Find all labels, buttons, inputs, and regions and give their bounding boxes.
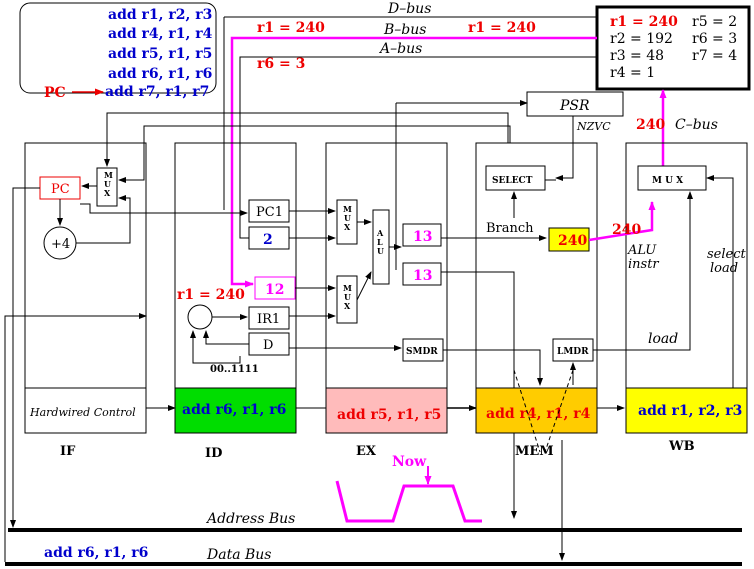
if-mux-feed — [118, 125, 511, 183]
if-hardwired-label: Hardwired Control — [29, 406, 136, 419]
mem-branch-label: Branch — [486, 221, 534, 236]
id-instruction-box — [174, 387, 297, 434]
if-data-bus-in — [4, 313, 147, 562]
ex-mux-bottom-to-alu — [356, 271, 372, 301]
psr-label: PSR — [559, 98, 590, 114]
if-stage-label: IF — [60, 444, 76, 459]
if-mux — [96, 167, 118, 207]
mem-dash-1 — [513, 369, 541, 453]
clock-waveform — [335, 480, 482, 523]
ex-stage-label: EX — [356, 444, 377, 459]
program-line-3: add r5, r1, r5 — [108, 46, 212, 62]
program-line-1: add r1, r2, r3 — [108, 7, 212, 23]
ex-instruction-box — [325, 387, 448, 434]
if-adder-to-mux — [76, 195, 131, 244]
mem-select-box — [485, 165, 546, 191]
psr-to-select — [555, 116, 574, 181]
ex-value-13-bottom-text: 13 — [413, 268, 432, 284]
b-bus-value-left: r1 = 240 — [257, 20, 325, 36]
register-r7: r7 = 4 — [692, 48, 737, 64]
id-value-2: 2 — [263, 232, 273, 248]
wb-load-label: load — [648, 331, 678, 347]
ex-smdr-label: SMDR — [406, 347, 438, 357]
register-r2: r2 = 192 — [610, 31, 673, 47]
ex-smdr-to-mem — [443, 349, 543, 386]
program-line-2: add r4, r1, r4 — [108, 26, 213, 42]
id-sign-extend — [187, 304, 213, 330]
mem-result: 240 — [558, 233, 587, 249]
id-instruction: add r6, r1, r6 — [182, 402, 286, 418]
mem-select-label: SELECT — [492, 176, 533, 186]
id-ir1-register — [248, 306, 290, 330]
mem-result-to-wb — [588, 201, 656, 242]
register-r6: r6 = 3 — [692, 31, 737, 47]
ex-value-13-top-text: 13 — [413, 229, 432, 245]
register-r5: r5 = 2 — [692, 14, 737, 30]
b-bus-value-right: r1 = 240 — [468, 20, 536, 36]
ex-13bot-to-mem — [441, 271, 517, 519]
if-stage-box — [24, 142, 147, 434]
id-d-to-ext — [203, 330, 249, 345]
instruction-memory-box — [19, 2, 217, 94]
program-line-5: add r7, r1, r7 — [105, 84, 209, 100]
if-top-to-mux — [104, 112, 509, 167]
mem-result-out: 240 — [612, 222, 641, 238]
a-bus-label: A–bus — [378, 41, 422, 57]
c-bus-label: C–bus — [675, 117, 718, 133]
mem-lmdr-to-wb — [593, 191, 693, 351]
id-const-label: 00..1111 — [210, 364, 259, 375]
data-bus-value: add r6, r1, r6 — [44, 545, 148, 561]
id-pc1-label: PC1 — [256, 205, 283, 220]
id-value-12: 12 — [265, 282, 284, 298]
id-stage-label: ID — [205, 446, 222, 461]
id-d-label: D — [263, 338, 273, 353]
id-ir1-label: IR1 — [257, 312, 280, 327]
address-bus-label: Address Bus — [205, 511, 295, 527]
ex-value-13-top — [402, 223, 442, 247]
id-const-loop — [190, 330, 241, 364]
id-r1-label: r1 = 240 — [177, 287, 245, 303]
wb-instruction: add r1, r2, r3 — [638, 403, 742, 419]
wb-mux — [637, 165, 707, 191]
mem-instruction: add r4, r1, r4 — [486, 406, 591, 422]
data-bus-label: Data Bus — [206, 547, 271, 563]
mem-lmdr-label: LMDR — [557, 347, 589, 357]
if-pc-label: PC — [51, 182, 70, 197]
wb-select-feed — [706, 175, 734, 388]
c-bus-value: 240 — [636, 117, 665, 133]
a-bus-value: r6 = 3 — [257, 56, 305, 72]
b-bus-label: B–bus — [383, 22, 426, 38]
psr-flags: NZVC — [576, 120, 611, 133]
wb-stage-label: WB — [668, 439, 695, 454]
register-r4: r4 = 1 — [610, 65, 655, 81]
program-line-4: add r6, r1, r6 — [108, 66, 212, 82]
register-r3: r3 = 48 — [610, 48, 664, 64]
clock-now-label: Now — [392, 454, 427, 470]
if-adder-label: +4 — [51, 237, 70, 252]
wb-mux-label: M U X — [652, 176, 683, 186]
ex-value-13-bottom — [402, 262, 442, 286]
ex-instruction: add r5, r1, r5 — [337, 407, 441, 423]
mem-dash-2 — [544, 369, 574, 453]
b-bus-line — [230, 36, 597, 288]
if-pc-to-pc1 — [80, 203, 248, 216]
d-bus-label: D–bus — [387, 1, 431, 17]
if-pc-out — [10, 187, 40, 528]
wb-instruction-box — [625, 387, 748, 434]
register-r1: r1 = 240 — [610, 14, 678, 30]
register-file-box — [595, 5, 751, 91]
mem-instruction-box — [475, 387, 598, 434]
mem-stage-label: MEM — [515, 444, 554, 459]
program-pc-label: PC — [44, 85, 66, 101]
